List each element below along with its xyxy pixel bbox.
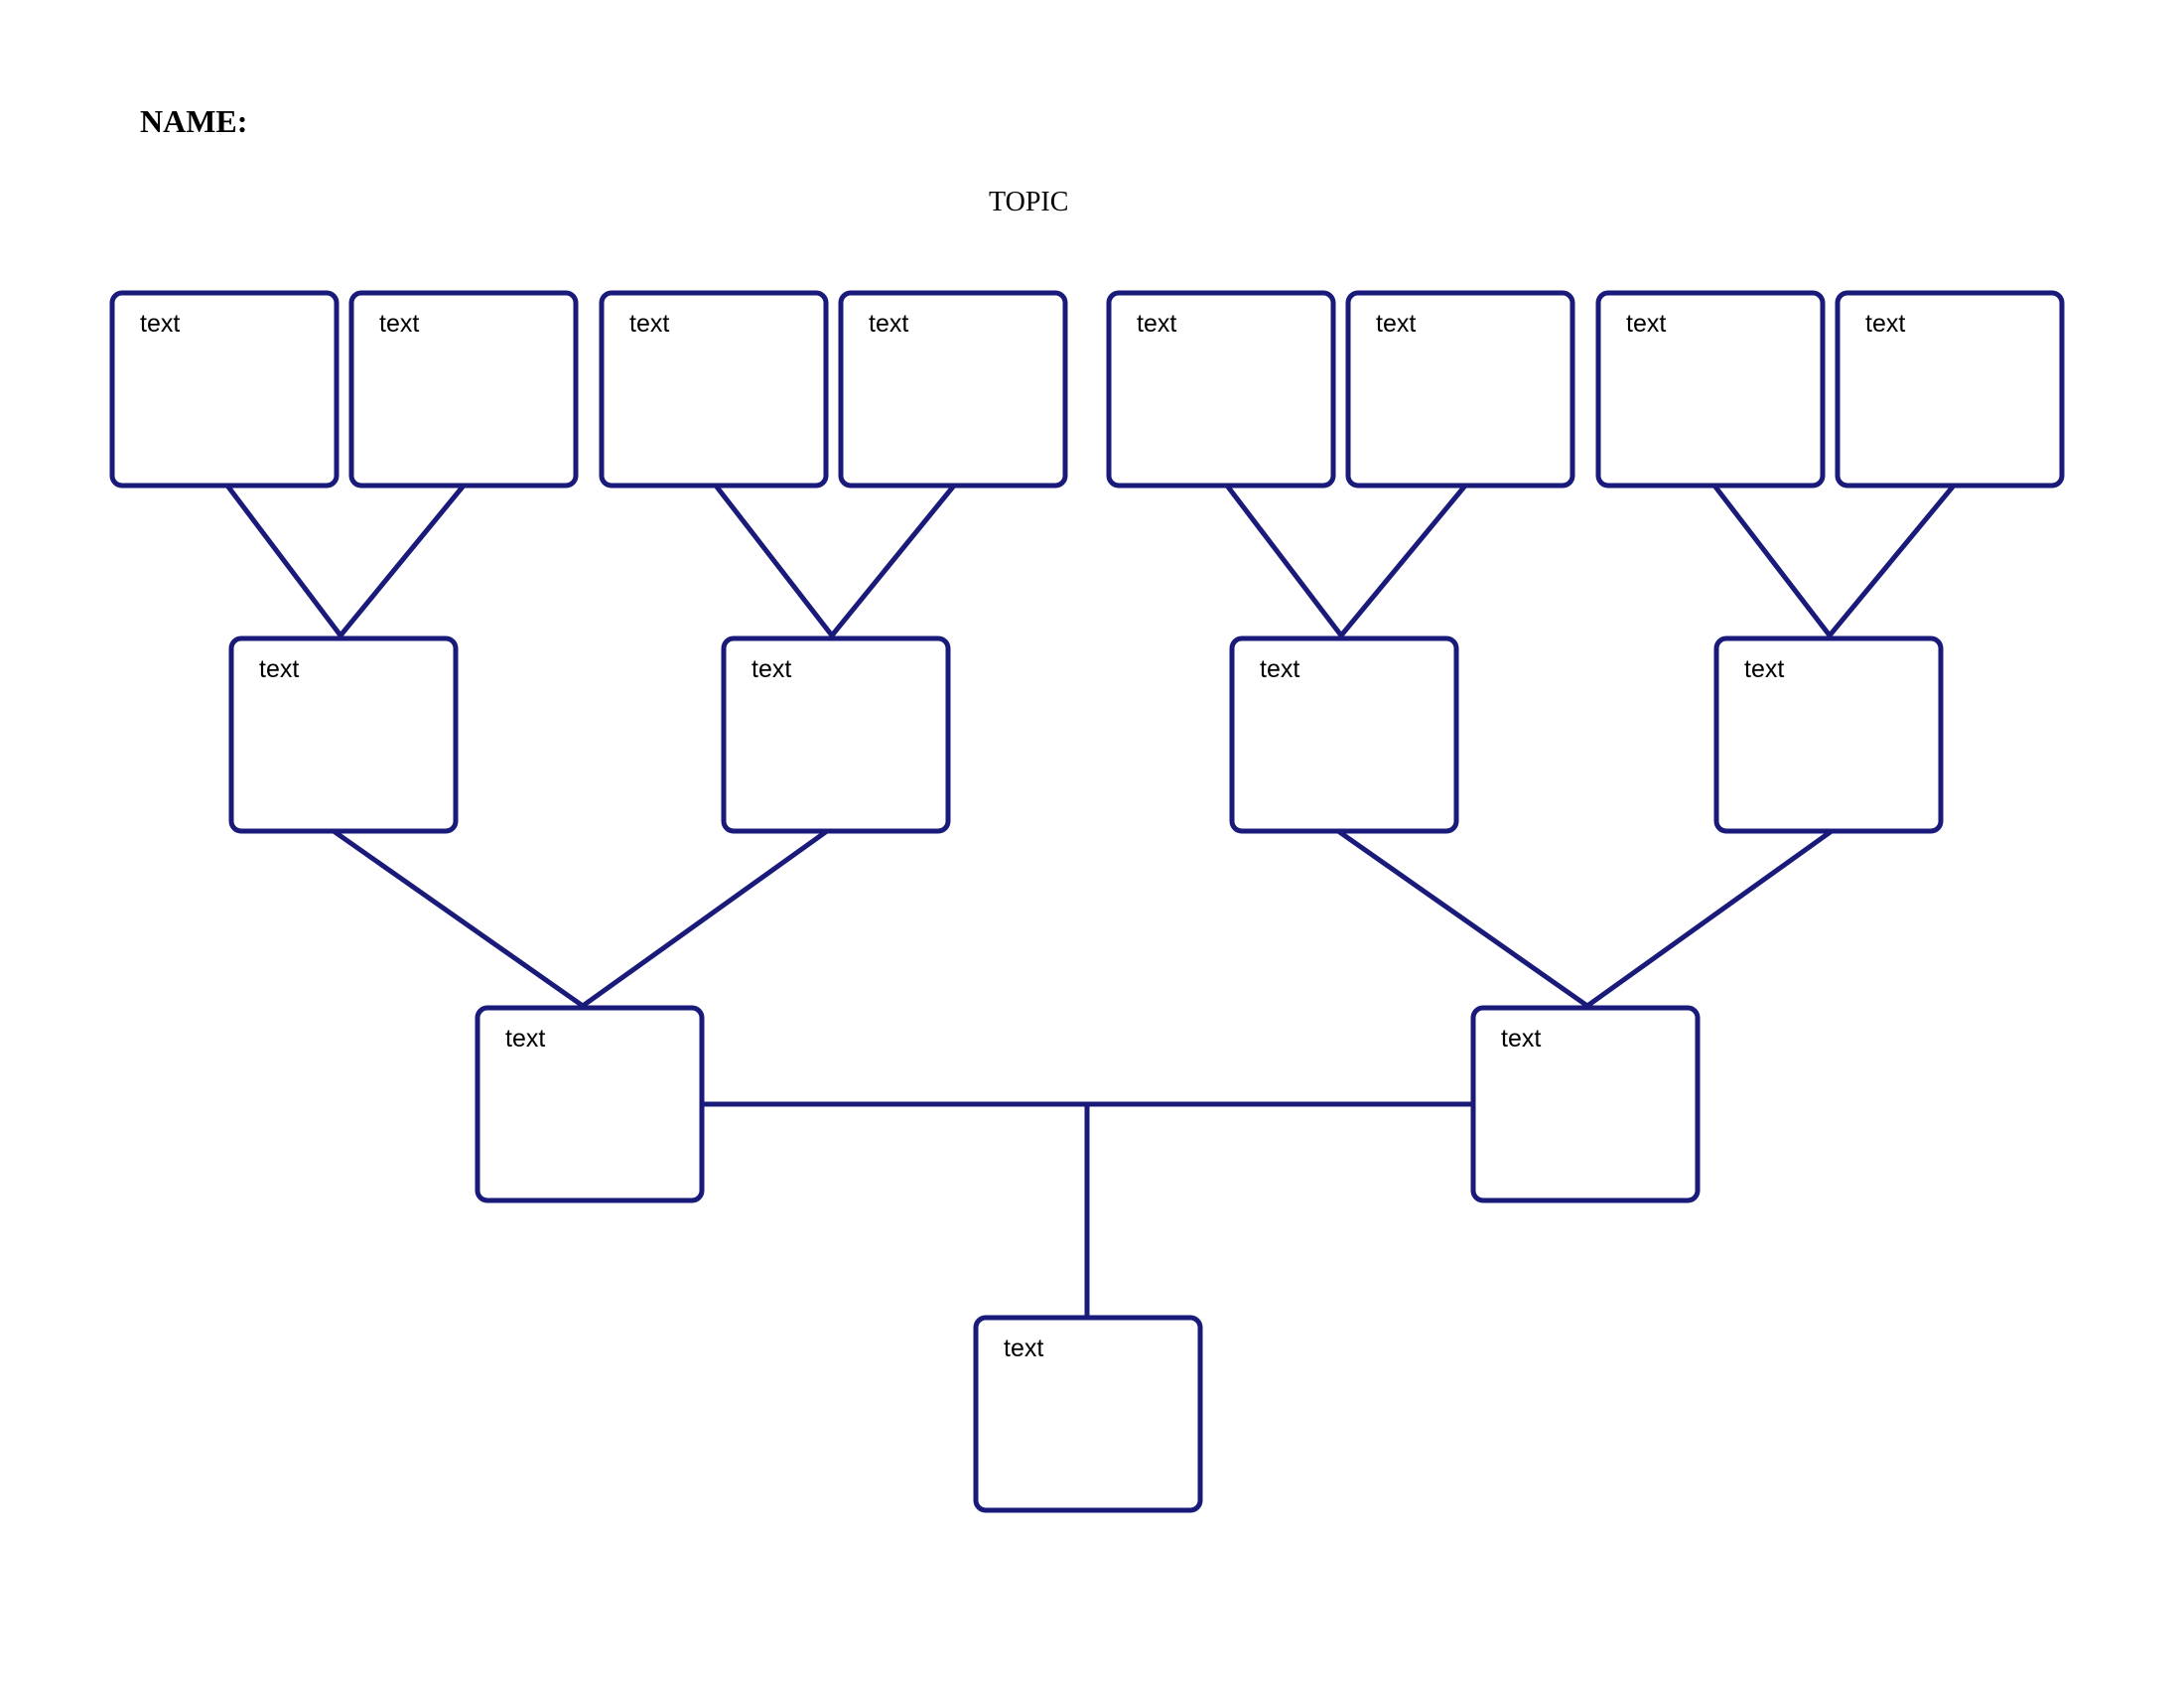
node-label: text (1626, 310, 1666, 338)
node-label: text (1501, 1025, 1541, 1053)
connector-line (331, 828, 586, 1009)
node-mid-3: text (1229, 635, 1459, 834)
connector-line (1335, 828, 1590, 1009)
connector-line (1338, 483, 1468, 638)
node-label: text (751, 655, 791, 683)
node-mid-1: text (228, 635, 459, 834)
node-leaf-6: text (1345, 290, 1575, 489)
node-box (838, 290, 1068, 489)
node-label: text (1004, 1335, 1043, 1362)
connector-line (338, 483, 467, 638)
node-root: text (973, 1315, 1203, 1513)
connector-lines (224, 483, 1957, 1321)
connector-line (1827, 483, 1957, 638)
node-box (1229, 635, 1459, 834)
node-label: text (259, 655, 299, 683)
node-mid-4: text (1713, 635, 1944, 834)
node-leaf-1: text (109, 290, 340, 489)
connector-line (829, 483, 957, 638)
node-box (973, 1315, 1203, 1513)
node-label: text (505, 1025, 545, 1053)
node-leaf-4: text (838, 290, 1068, 489)
node-label: text (1260, 655, 1299, 683)
connector-line (224, 483, 343, 638)
node-box (1713, 635, 1944, 834)
node-label: text (1865, 310, 1905, 338)
node-label: text (1376, 310, 1416, 338)
node-box (348, 290, 579, 489)
node-branch-right: text (1470, 1005, 1701, 1203)
connector-line (1711, 483, 1833, 638)
node-label: text (379, 310, 419, 338)
node-leaf-2: text (348, 290, 579, 489)
node-leaf-3: text (599, 290, 829, 489)
node-box (228, 635, 459, 834)
connector-line (580, 828, 830, 1009)
node-box (1106, 290, 1336, 489)
node-label: text (1137, 310, 1176, 338)
node-leaf-5: text (1106, 290, 1336, 489)
node-mid-2: text (721, 635, 951, 834)
node-box (599, 290, 829, 489)
node-box (1595, 290, 1826, 489)
node-box (721, 635, 951, 834)
node-leaf-8: text (1835, 290, 2065, 489)
connector-line (1584, 828, 1835, 1009)
node-label: text (629, 310, 669, 338)
node-leaf-7: text (1595, 290, 1826, 489)
name-label: NAME: (140, 103, 248, 139)
node-box (1470, 1005, 1701, 1203)
node-branch-left: text (475, 1005, 705, 1203)
node-box (109, 290, 340, 489)
node-label: text (1744, 655, 1784, 683)
node-label: text (869, 310, 908, 338)
node-label: text (140, 310, 180, 338)
node-box (1345, 290, 1575, 489)
diagram-nodes: text text text text text text text text text text… (109, 290, 2065, 1513)
connector-line (713, 483, 835, 638)
connector-line (1224, 483, 1344, 638)
node-box (475, 1005, 705, 1203)
node-box (1835, 290, 2065, 489)
topic-label: TOPIC (989, 187, 1069, 217)
